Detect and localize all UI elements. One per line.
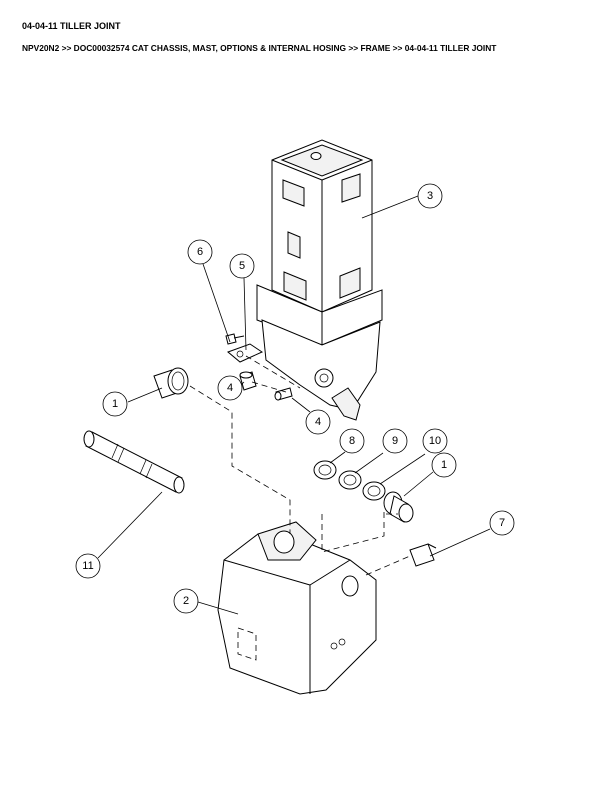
part-10-washer	[362, 481, 386, 501]
page-title: 04-04-11 TILLER JOINT	[22, 21, 121, 31]
part-2-base-housing	[217, 521, 377, 695]
part-1-flange-bushing-left	[153, 367, 189, 399]
part-9-washer	[313, 460, 337, 480]
callout-1-right: 1	[431, 452, 457, 478]
part-3-tiller-head	[256, 139, 383, 421]
part-5-plate	[227, 343, 264, 363]
svg-text:4: 4	[227, 382, 233, 394]
callout-9: 8	[339, 428, 365, 454]
callout-10: 10	[422, 428, 448, 454]
svg-text:9: 9	[392, 435, 398, 447]
svg-text:5: 5	[239, 260, 245, 272]
part-4-bushing-lower	[274, 387, 293, 401]
breadcrumb: NPV20N2 >> DOC00032574 CAT CHASSIS, MAST…	[22, 43, 497, 53]
part-11-pin	[83, 430, 185, 494]
svg-text:3: 3	[427, 190, 433, 202]
leader-lines	[97, 195, 491, 615]
svg-text:8: 8	[349, 435, 355, 447]
callout-5: 5	[229, 253, 255, 279]
callout-4-upper: 4	[217, 375, 243, 401]
svg-text:1: 1	[112, 398, 118, 410]
part-7-clip	[409, 543, 437, 567]
callout-3: 3	[417, 183, 443, 209]
callout-7: 7	[489, 510, 515, 536]
part-8-washer	[338, 470, 362, 490]
part-4-bushing-upper	[239, 371, 257, 391]
svg-text:10: 10	[429, 435, 441, 447]
callout-1-left: 1	[102, 391, 128, 417]
callout-11: 11	[75, 553, 101, 579]
svg-text:7: 7	[499, 517, 505, 529]
callout-4-lower: 4	[305, 409, 331, 435]
svg-text:1: 1	[441, 459, 447, 471]
svg-text:4: 4	[315, 416, 321, 428]
svg-text:11: 11	[82, 560, 93, 572]
svg-text:2: 2	[183, 595, 189, 607]
assembly-lines	[189, 355, 411, 576]
callout-8: 9	[382, 428, 408, 454]
svg-text:6: 6	[197, 246, 203, 258]
part-1-flange-bushing-right	[383, 491, 414, 523]
callout-6: 6	[187, 239, 213, 265]
callout-2: 2	[173, 588, 199, 614]
